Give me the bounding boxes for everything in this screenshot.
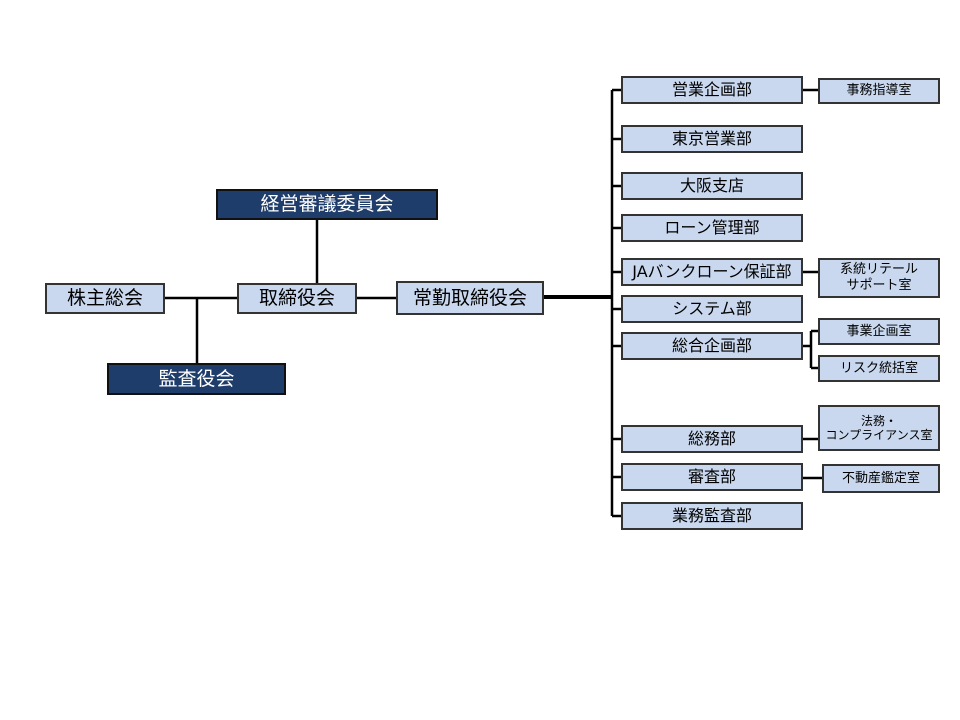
- office-retail-support: 系統リテール サポート室: [818, 258, 940, 298]
- dept-examination-label: 審査部: [687, 467, 736, 487]
- dept-internal-audit: 業務監査部: [621, 502, 803, 530]
- dept-tokyo-sales: 東京営業部: [621, 125, 803, 153]
- office-risk-management-label: リスク統括室: [839, 360, 918, 376]
- executive-board-box: 常勤取締役会: [396, 281, 544, 315]
- dept-sales-planning: 営業企画部: [621, 76, 803, 104]
- dept-examination: 審査部: [621, 463, 803, 491]
- office-legal-compliance: 法務・ コンプライアンス室: [818, 405, 940, 451]
- dept-systems-label: システム部: [672, 299, 752, 319]
- dept-corporate-planning: 総合企画部: [621, 332, 803, 360]
- dept-systems: システム部: [621, 295, 803, 323]
- office-risk-management: リスク統括室: [818, 355, 940, 382]
- board-of-directors-label: 取締役会: [258, 287, 335, 310]
- dept-loan-management: ローン管理部: [621, 214, 803, 242]
- office-real-estate-appraisal-label: 不動産鑑定室: [841, 470, 920, 486]
- board-of-directors-box: 取締役会: [237, 283, 357, 314]
- management-council-box: 経営審議委員会: [216, 189, 438, 220]
- audit-board-label: 監査役会: [158, 367, 235, 390]
- office-retail-support-label: 系統リテール サポート室: [839, 262, 918, 293]
- shareholders-meeting-box: 株主総会: [45, 283, 165, 314]
- dept-ja-bank-loan-guarantee: JAバンクローン保証部: [621, 258, 803, 286]
- office-real-estate-appraisal: 不動産鑑定室: [822, 464, 940, 493]
- management-council-label: 経営審議委員会: [260, 193, 394, 216]
- dept-osaka-branch-label: 大阪支店: [679, 176, 744, 196]
- office-business-planning-label: 事業企画室: [846, 323, 912, 339]
- dept-loan-management-label: ローン管理部: [664, 218, 760, 238]
- dept-ja-bank-loan-guarantee-label: JAバンクローン保証部: [632, 262, 792, 282]
- audit-board-box: 監査役会: [107, 363, 286, 395]
- executive-board-label: 常勤取締役会: [412, 286, 527, 309]
- dept-sales-planning-label: 営業企画部: [671, 80, 752, 100]
- office-legal-compliance-label: 法務・ コンプライアンス室: [825, 413, 933, 442]
- dept-general-affairs: 総務部: [621, 425, 803, 453]
- office-business-planning: 事業企画室: [818, 318, 940, 345]
- shareholders-meeting-label: 株主総会: [66, 287, 143, 310]
- dept-osaka-branch: 大阪支店: [621, 172, 803, 200]
- dept-tokyo-sales-label: 東京営業部: [671, 129, 752, 149]
- office-business-guidance: 事務指導室: [818, 78, 940, 104]
- dept-general-affairs-label: 総務部: [687, 429, 736, 449]
- dept-internal-audit-label: 業務監査部: [671, 506, 752, 526]
- dept-corporate-planning-label: 総合企画部: [671, 336, 752, 356]
- office-business-guidance-label: 事務指導室: [846, 83, 912, 99]
